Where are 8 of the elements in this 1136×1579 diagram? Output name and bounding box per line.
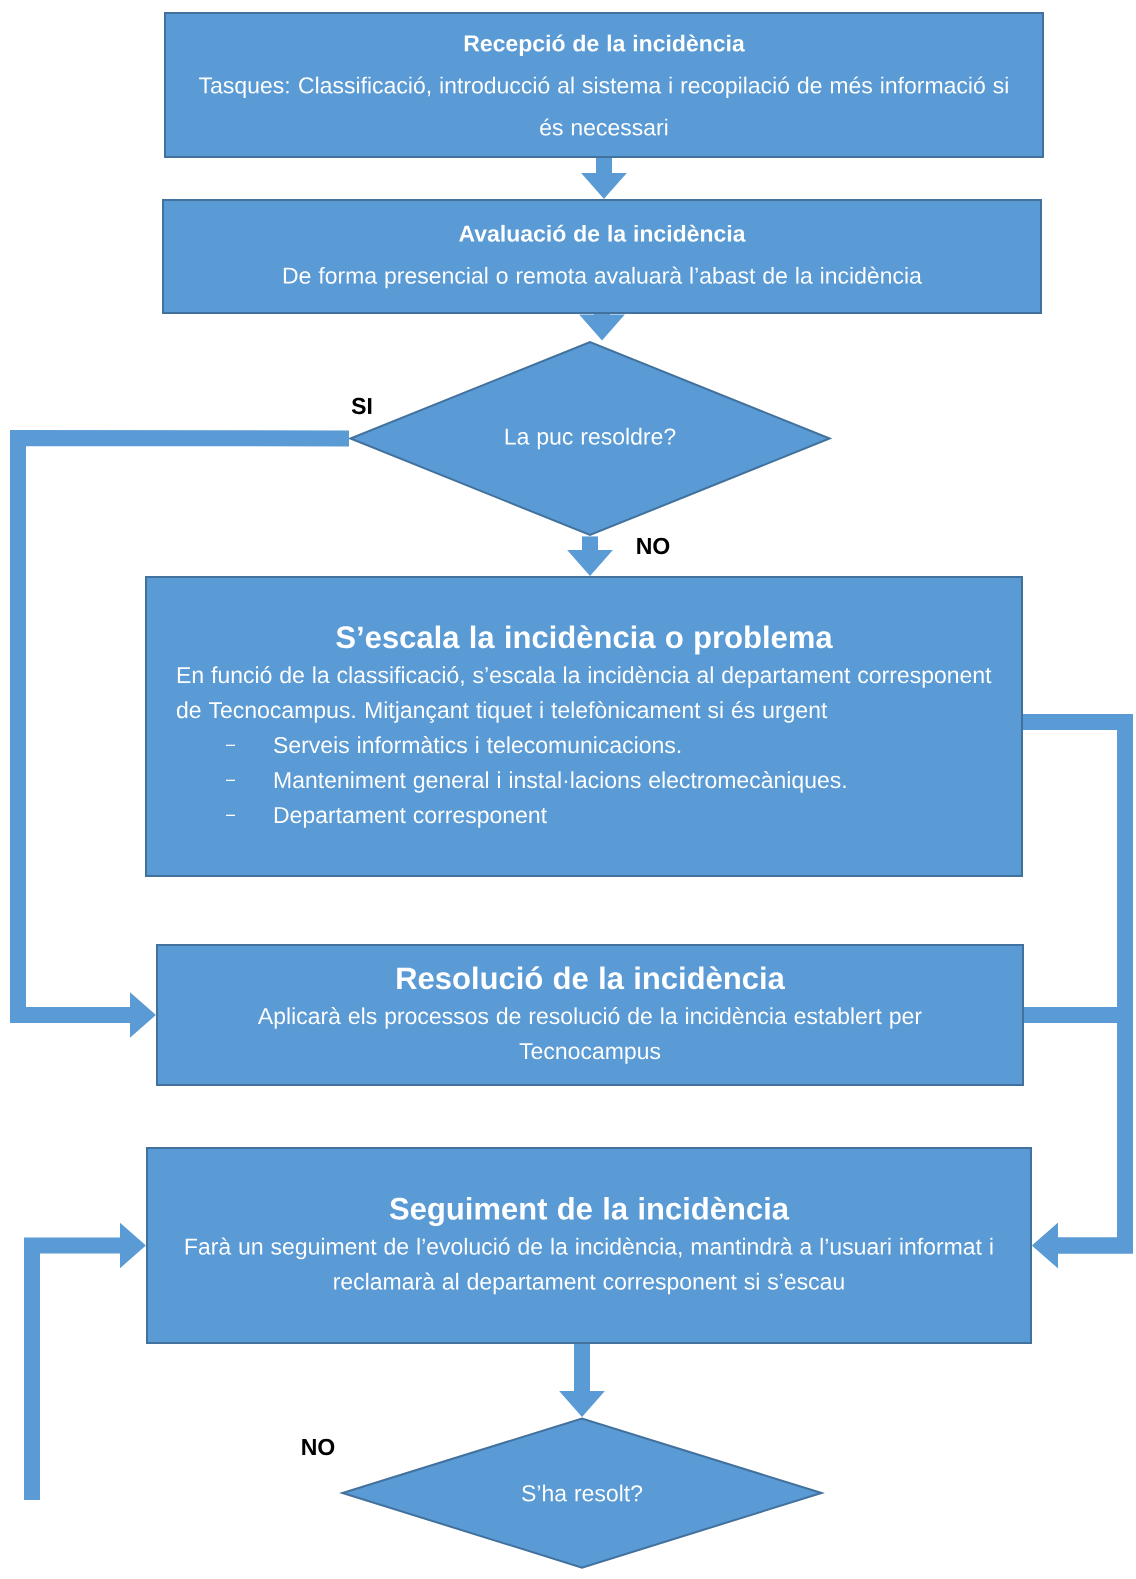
process-box: Seguiment de la incidència Farà un seguiment de l’evolució de la incidència, mantindrà a l’usuari informat i reclamarà al departament corresponent si s’escau — [146, 1147, 1032, 1344]
process-box: Avaluació de la incidència De forma presencial o remota avaluarà l’abast de la incidència — [162, 199, 1042, 314]
process-box: Recepció de la incidència Tasques: Classificació, introducció al sistema i recopilació de més informació si és necessari — [164, 12, 1044, 158]
block-arrow — [1024, 1007, 1133, 1269]
edge-label: NO — [637, 537, 670, 555]
process-box: S’escala la incidència o problema En funció de la classificació, s’escala la incidència al departament corresponent de Tecnocampus. Mitjançant tiquet i telefònicament si és urgent Serveis informàtics i telecomunicacions. Manteniment general i instal·lacions electromecàniques. Departament corresponent — [145, 576, 1023, 877]
edge-label: SI — [351, 397, 372, 415]
process-box: Resolució de la incidència Aplicarà els processos de resolució de la incidència establert per Tecnocampus — [156, 944, 1024, 1086]
